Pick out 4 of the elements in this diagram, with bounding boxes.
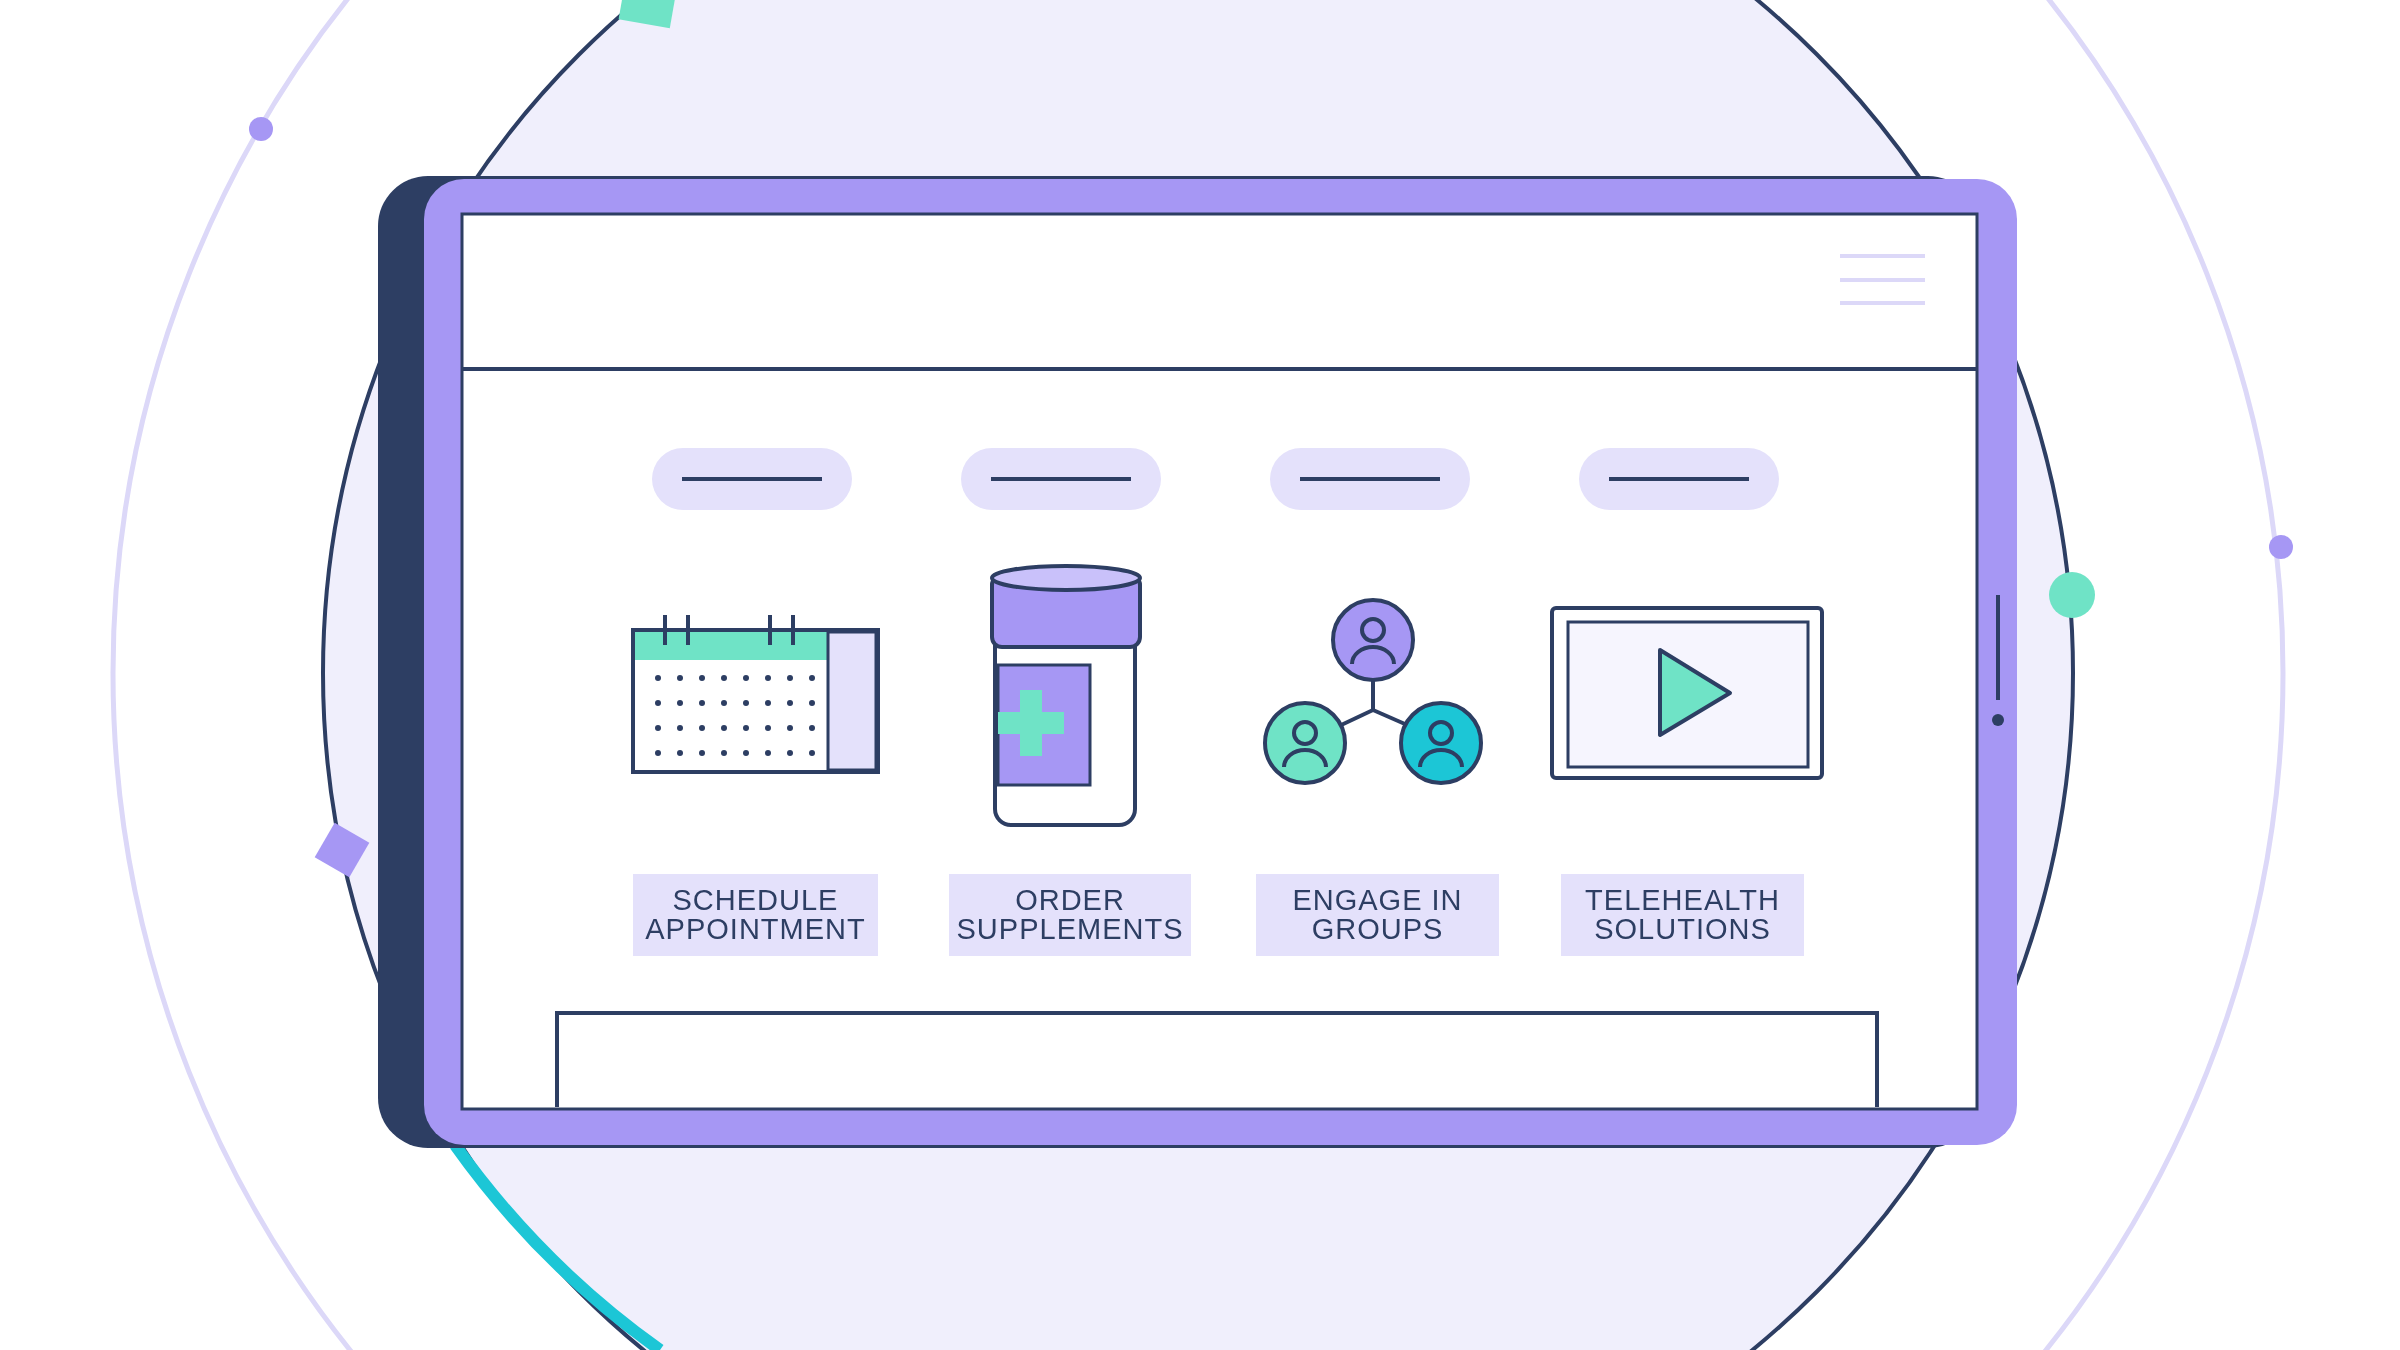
feature-label: ORDER SUPPLEMENTS <box>949 874 1191 956</box>
feature-label: SCHEDULE APPOINTMENT <box>633 874 878 956</box>
feature-label: TELEHEALTH SOLUTIONS <box>1561 874 1804 956</box>
feature-label: ENGAGE IN GROUPS <box>1256 874 1499 956</box>
